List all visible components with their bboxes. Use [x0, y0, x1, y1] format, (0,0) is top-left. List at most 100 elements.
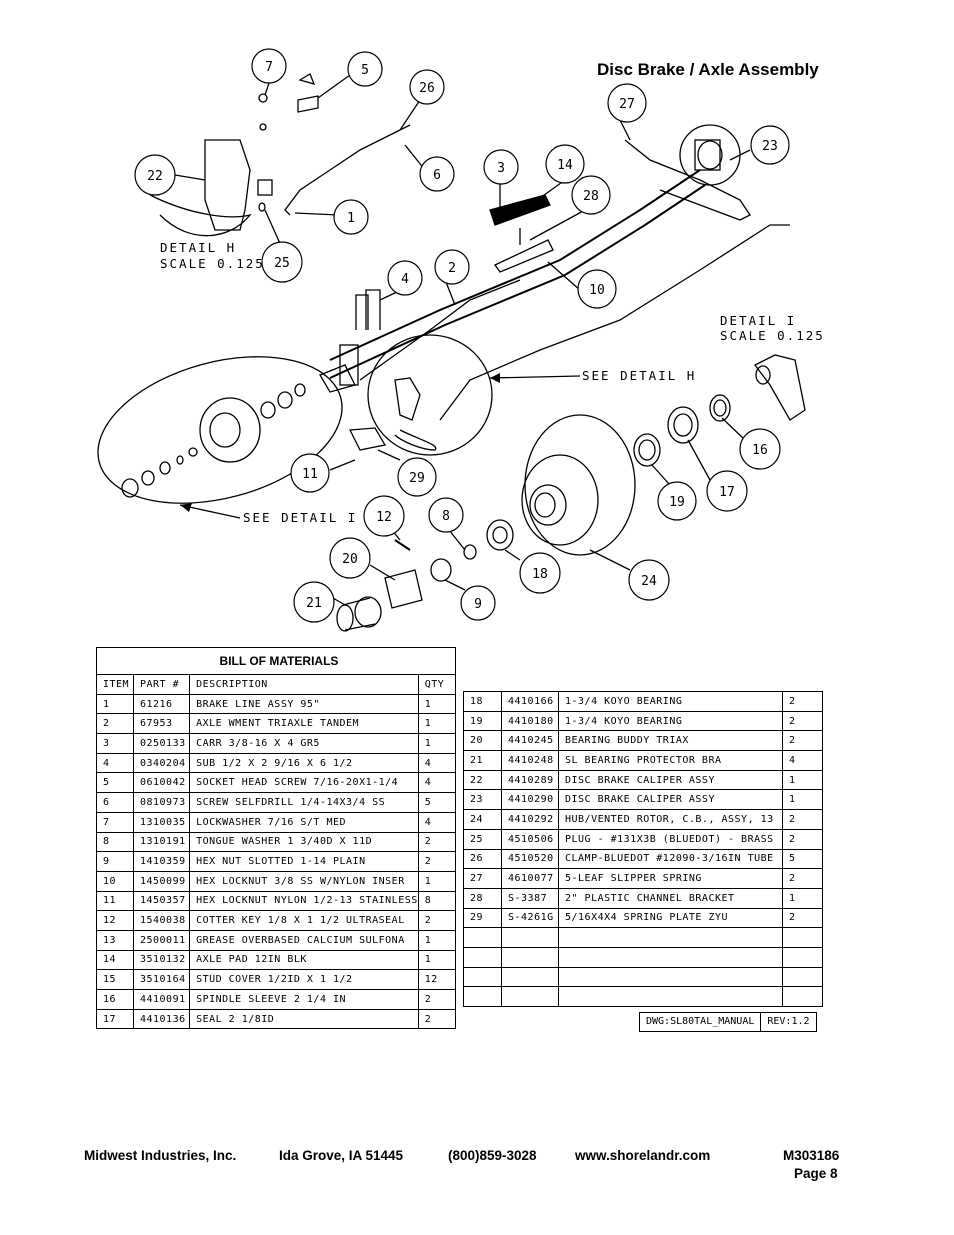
bom-item: 27 [463, 868, 502, 889]
bom-item: 8 [96, 831, 134, 853]
bom-item: 1 [96, 693, 134, 715]
bom-description: LOCKWASHER 7/16 S/T MED [189, 811, 419, 833]
bom-part-number: 0610042 [132, 772, 191, 794]
exploded-assembly-drawing: 7 5 26 22 6 1 25 3 14 28 27 23 4 2 10 16… [97, 48, 825, 632]
bom-item: 19 [463, 710, 502, 732]
detail-h-scale: SCALE 0.125 [160, 256, 265, 271]
bom-part-number: 67953 [132, 713, 191, 735]
bom-item: 23 [463, 789, 502, 811]
callout-label: 1 [347, 211, 355, 226]
bom-part-number: 4410290 [501, 789, 559, 811]
bom-description: AXLE PAD 12IN BLK [189, 949, 419, 971]
bom-qty: 2 [417, 910, 457, 931]
bom-row [463, 966, 823, 988]
bom-description: DISC BRAKE CALIPER ASSY [558, 769, 783, 791]
bom-description: SUB 1/2 X 2 9/16 X 6 1/2 [189, 752, 419, 774]
bom-description: 5/16X4X4 SPRING PLATE ZYU [558, 907, 783, 929]
bom-qty: 1 [782, 887, 823, 909]
bom-row [463, 986, 823, 1007]
bom-part-number: 2500011 [132, 929, 191, 951]
bom-qty: 2 [782, 730, 823, 752]
bom-qty: 1 [417, 693, 457, 715]
revision: REV:1.2 [760, 1013, 815, 1031]
bom-description: GREASE OVERBASED CALCIUM SULFONA [189, 929, 419, 951]
bom-qty: 1 [782, 789, 823, 811]
callout-label: 12 [376, 510, 392, 525]
bom-qty: 2 [417, 831, 457, 853]
bom-qty: 4 [782, 750, 823, 771]
bom-qty: 1 [417, 870, 457, 892]
bom-part-number: 1450357 [132, 890, 191, 912]
drawing-number: DWG:SL80TAL_MANUAL [646, 1016, 755, 1027]
bom-part-number: 4610077 [501, 868, 559, 889]
callout-label: 8 [442, 509, 450, 524]
bom-qty: 2 [417, 989, 457, 1010]
bom-part-number: 3510132 [132, 949, 191, 971]
bom-part-number: 61216 [132, 693, 191, 715]
bom-table-left: BILL OF MATERIALS ITEM PART # DESCRIPTIO… [96, 647, 457, 1030]
bom-qty: 1 [417, 949, 457, 971]
bom-description: COTTER KEY 1/8 X 1 1/2 ULTRASEAL [189, 910, 419, 931]
bom-part-number: 1540038 [132, 910, 191, 931]
bom-part-number: 0340204 [132, 752, 191, 774]
detail-i-scale: SCALE 0.125 [720, 328, 825, 343]
bom-description: DISC BRAKE CALIPER ASSY [558, 789, 783, 811]
bom-item: 12 [96, 910, 134, 931]
bom-qty: 2 [782, 710, 823, 732]
bom-item: 15 [96, 969, 134, 990]
bom-part-number: 4410091 [132, 989, 191, 1010]
bom-part-number: 0810973 [132, 792, 191, 813]
callout-label: 20 [342, 552, 358, 567]
bom-part-number: 3510164 [132, 969, 191, 990]
bom-header-row: ITEM PART # DESCRIPTION QTY [96, 674, 457, 695]
bom-description [558, 966, 783, 988]
callout-label: 6 [433, 168, 441, 183]
bom-item: 11 [96, 890, 134, 912]
bom-description: SOCKET HEAD SCREW 7/16-20X1-1/4 [189, 772, 419, 794]
bom-part-number: 4410292 [501, 809, 559, 830]
bom-part-number: 4410245 [501, 730, 559, 752]
callout-label: 9 [474, 597, 482, 612]
bom-description: SEAL 2 1/8ID [189, 1008, 419, 1030]
bom-part-number: 1310035 [132, 811, 191, 833]
bom-item: 6 [96, 792, 134, 813]
bom-part-number: 1410359 [132, 851, 191, 872]
bom-part-number [501, 986, 559, 1007]
callout-label: 2 [448, 261, 456, 276]
bom-description: BRAKE LINE ASSY 95" [189, 693, 419, 715]
callout-label: 10 [589, 283, 605, 298]
footer-website[interactable]: www.shorelandr.com [575, 1148, 711, 1163]
bom-part-number: 4410136 [132, 1008, 191, 1030]
bom-description [558, 946, 783, 968]
bom-qty: 1 [417, 713, 457, 735]
bom-part-number [501, 966, 559, 988]
bom-qty [782, 946, 823, 968]
bom-item: 17 [96, 1008, 134, 1030]
drawing-info-box: DWG:SL80TAL_MANUAL REV:1.2 [639, 1012, 817, 1032]
bom-description: CLAMP-BLUEDOT #12090-3/16IN TUBE [558, 848, 783, 870]
bom-description [558, 986, 783, 1007]
callout-label: 23 [762, 139, 778, 154]
bom-item: 22 [463, 769, 502, 791]
footer-phone: (800)859-3028 [448, 1148, 537, 1163]
callout-label: 27 [619, 97, 635, 112]
bom-title: BILL OF MATERIALS [96, 647, 456, 675]
bom-part-number: 4410166 [501, 691, 559, 712]
footer-doc-number: M303186 [783, 1148, 840, 1163]
bom-part-number: 1450099 [132, 870, 191, 892]
bom-description: HEX LOCKNUT 3/8 SS W/NYLON INSER [189, 870, 419, 892]
bom-header-part: PART # [132, 674, 191, 695]
callout-label: 14 [557, 158, 573, 173]
